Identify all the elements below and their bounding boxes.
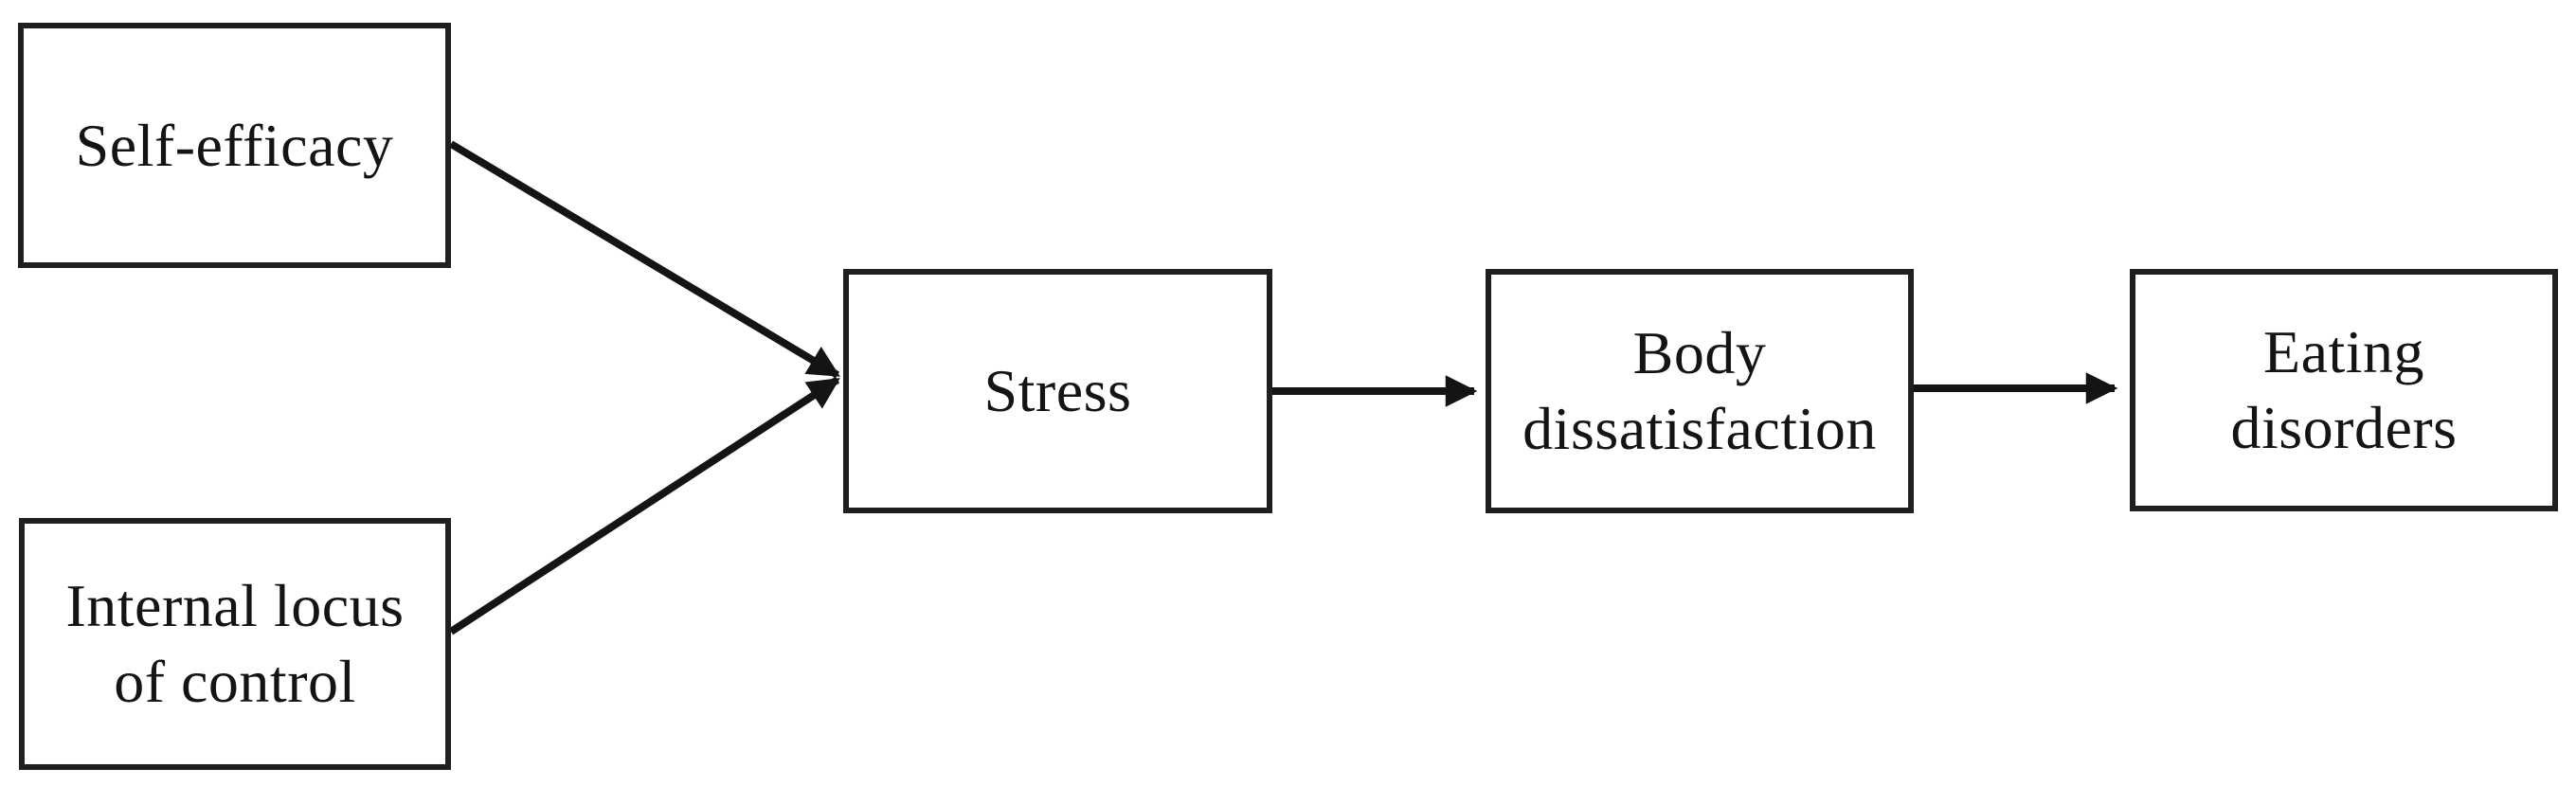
node-eating-disorders-label: Eating disorders bbox=[2230, 318, 2458, 461]
node-body-dissatisfaction-label: Body dissatisfaction bbox=[1522, 319, 1877, 462]
edge-self-efficacy-to-stress bbox=[448, 140, 840, 379]
node-body-dissatisfaction: Body dissatisfaction bbox=[1486, 269, 1914, 513]
node-internal-locus-of-control-label: Internal locus of control bbox=[65, 572, 405, 715]
node-stress: Stress bbox=[843, 269, 1272, 513]
node-eating-disorders: Eating disorders bbox=[2130, 269, 2558, 511]
node-self-efficacy: Self-efficacy bbox=[18, 23, 451, 268]
node-stress-label: Stress bbox=[983, 357, 1132, 424]
node-self-efficacy-label: Self-efficacy bbox=[75, 111, 394, 179]
edge-internal-locus-to-stress bbox=[448, 376, 840, 635]
node-internal-locus-of-control: Internal locus of control bbox=[19, 518, 451, 770]
